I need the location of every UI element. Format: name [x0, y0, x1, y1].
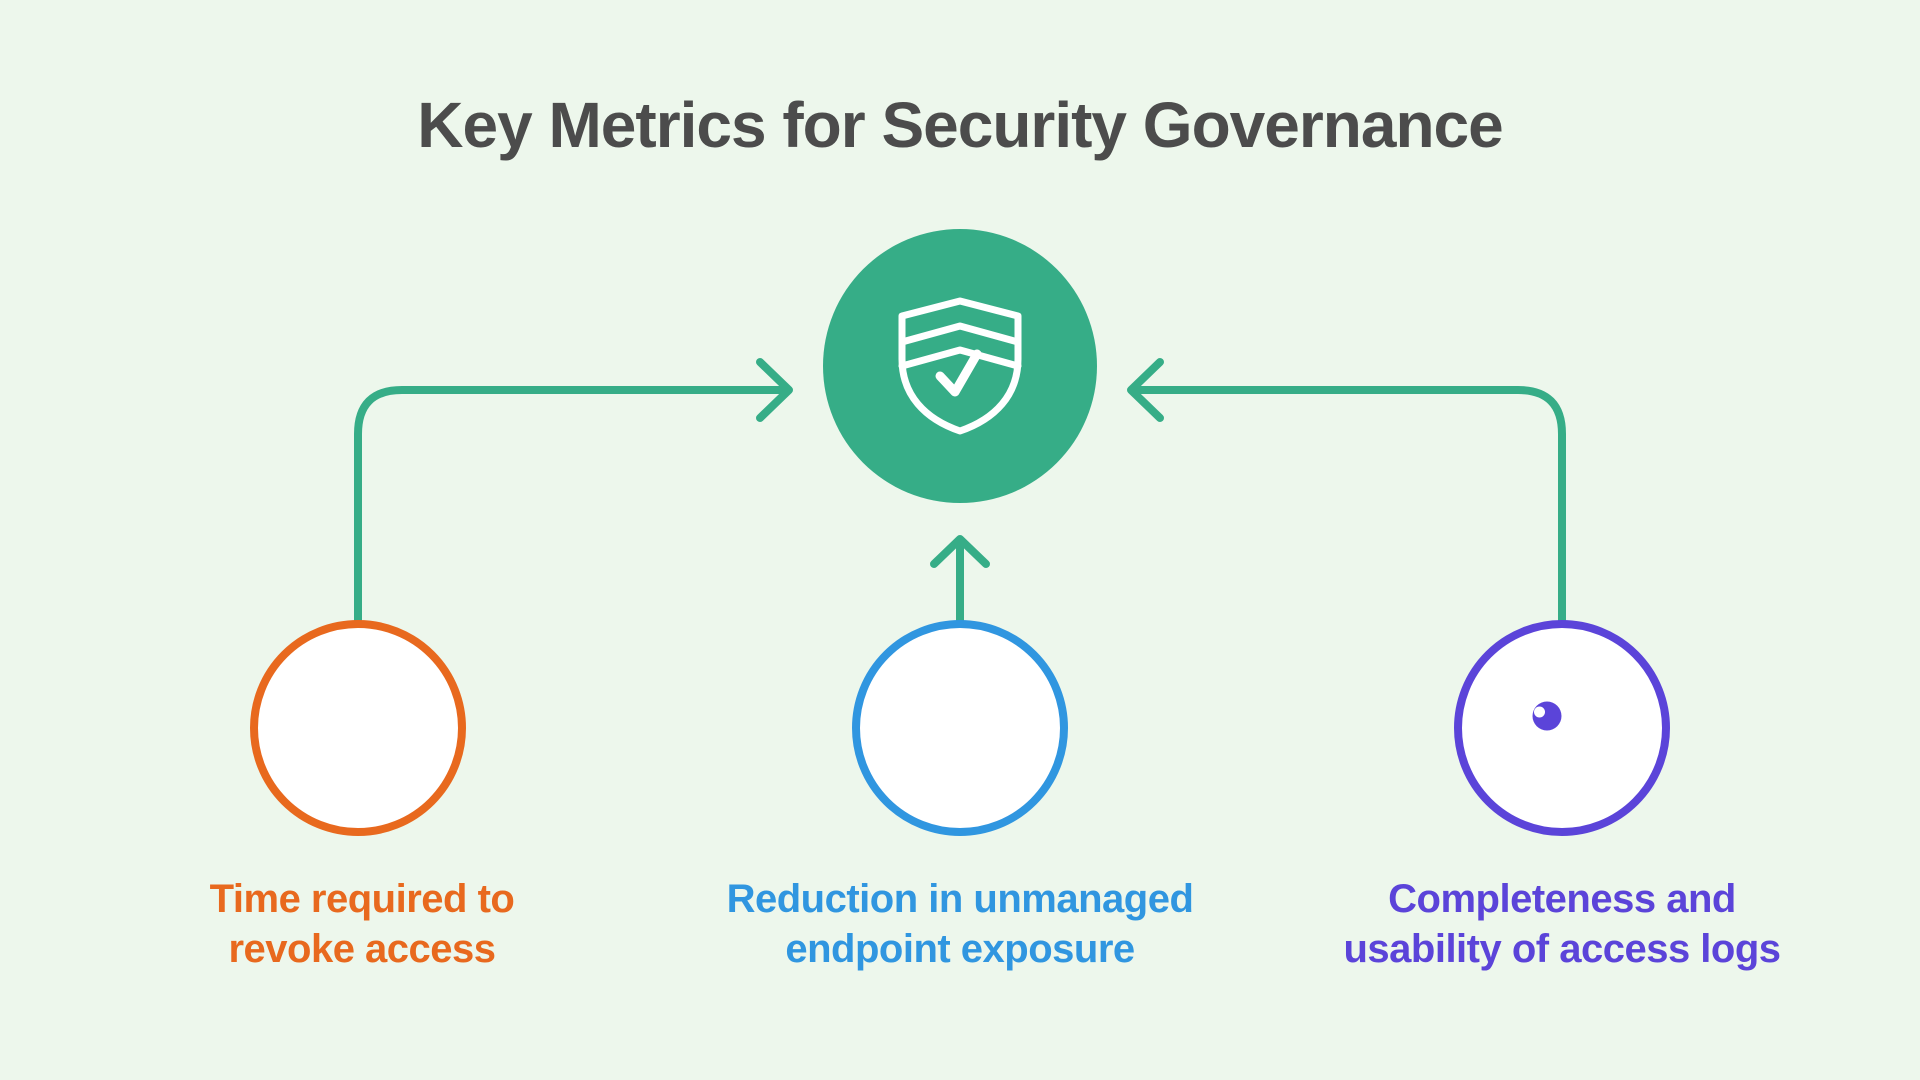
- metric-node-time-to-revoke: [250, 620, 466, 836]
- eye-magnifier-icon: [1532, 701, 1562, 731]
- connector-right-arrow: [1127, 358, 1566, 628]
- locked-monitor-icon: [895, 663, 1025, 793]
- connector-up-arrow: [930, 535, 990, 628]
- metric-label-line: endpoint exposure: [785, 927, 1135, 971]
- metric-label-endpoint-exposure: Reduction in unmanaged endpoint exposure: [620, 874, 1300, 974]
- metric-label-line: revoke access: [228, 927, 496, 971]
- metric-label-line: Completeness and: [1388, 877, 1736, 921]
- stopwatch-icon: [293, 663, 423, 793]
- metric-label-line: Time required to: [209, 877, 515, 921]
- connector-left-arrow: [354, 358, 793, 628]
- metric-node-access-logs: [1454, 620, 1670, 836]
- metric-label-line: usability of access logs: [1343, 927, 1781, 971]
- metric-node-endpoint-exposure: [852, 620, 1068, 836]
- metric-label-line: Reduction in unmanaged: [726, 877, 1194, 921]
- page-title: Key Metrics for Security Governance: [417, 89, 1503, 161]
- metric-label-time-to-revoke: Time required to revoke access: [22, 874, 702, 974]
- metric-label-access-logs: Completeness and usability of access log…: [1222, 874, 1902, 974]
- hub-node-security-governance: [823, 229, 1097, 503]
- shield-check-icon: [898, 297, 1022, 435]
